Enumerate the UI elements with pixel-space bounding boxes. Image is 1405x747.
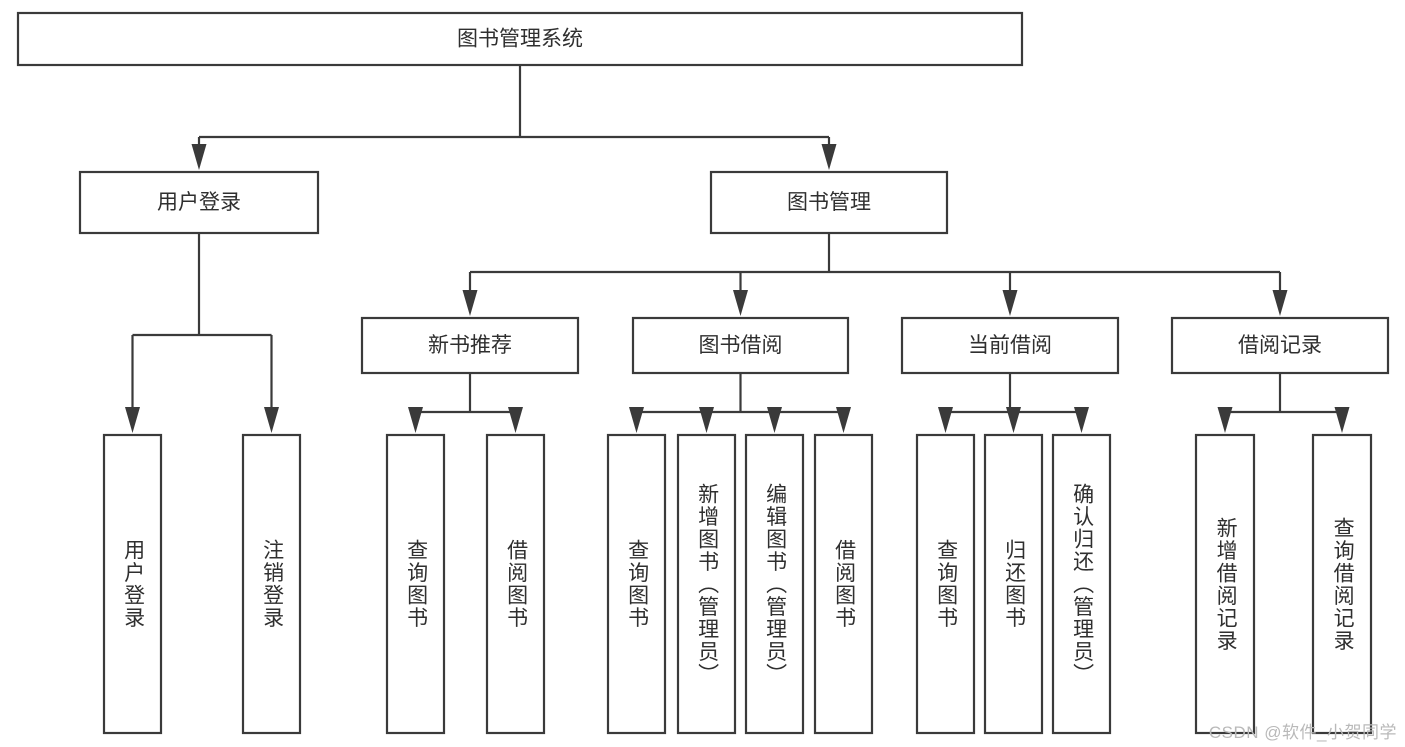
arrow-head-icon <box>629 407 644 433</box>
root-node-label: 图书管理系统 <box>457 28 583 51</box>
arrow-head-icon <box>125 407 140 433</box>
level2-node-label-1: 图书借阅 <box>699 334 783 357</box>
arrow-head-icon <box>836 407 851 433</box>
arrow-head-icon <box>191 144 207 170</box>
root-node-box[interactable] <box>16 11 1024 67</box>
arrow-head-icon <box>767 407 782 433</box>
arrow-head-icon <box>508 407 523 433</box>
arrow-head-icon <box>1217 407 1233 433</box>
arrow-head-icon <box>1272 290 1288 316</box>
leaf-node-box-8[interactable] <box>915 433 976 735</box>
leaf-node-box-9[interactable] <box>983 433 1044 735</box>
level2-node-label-2: 当前借阅 <box>968 334 1052 357</box>
leaf-node-box-2[interactable] <box>385 433 446 735</box>
leaf-node-box-4[interactable] <box>606 433 667 735</box>
level1-node-label-0: 用户登录 <box>157 191 241 214</box>
arrow-head-icon <box>699 407 714 433</box>
leaf-node-box-10[interactable] <box>1051 433 1112 735</box>
level2-node-box-2[interactable] <box>900 316 1120 375</box>
leaf-node-box-7[interactable] <box>813 433 874 735</box>
leaf-node-box-12[interactable] <box>1311 433 1373 735</box>
level2-node-label-3: 借阅记录 <box>1238 334 1322 357</box>
level1-node-box-1[interactable] <box>709 170 949 235</box>
arrow-head-icon <box>264 407 279 433</box>
level2-node-label-0: 新书推荐 <box>428 334 512 357</box>
leaf-node-box-11[interactable] <box>1194 433 1256 735</box>
leaf-node-box-5[interactable] <box>676 433 737 735</box>
arrow-head-icon <box>462 290 478 316</box>
arrow-head-icon <box>1334 407 1350 433</box>
arrow-head-icon <box>1002 290 1018 316</box>
level2-node-box-0[interactable] <box>360 316 580 375</box>
leaf-node-box-3[interactable] <box>485 433 546 735</box>
arrow-head-icon <box>938 407 953 433</box>
arrow-head-icon <box>1074 407 1089 433</box>
arrow-head-icon <box>408 407 423 433</box>
leaf-node-box-1[interactable] <box>241 433 302 735</box>
leaf-node-box-6[interactable] <box>744 433 805 735</box>
level1-node-box-0[interactable] <box>78 170 320 235</box>
leaf-node-box-0[interactable] <box>102 433 163 735</box>
level1-node-label-1: 图书管理 <box>787 191 871 214</box>
connectors-layer <box>125 65 1350 433</box>
csdn-watermark: CSDN @软件_小贺同学 <box>1208 723 1397 742</box>
level2-node-box-1[interactable] <box>631 316 850 375</box>
arrow-head-icon <box>821 144 837 170</box>
arrow-head-icon <box>733 290 748 316</box>
arrow-head-icon <box>1006 407 1021 433</box>
level2-node-box-3[interactable] <box>1170 316 1390 375</box>
